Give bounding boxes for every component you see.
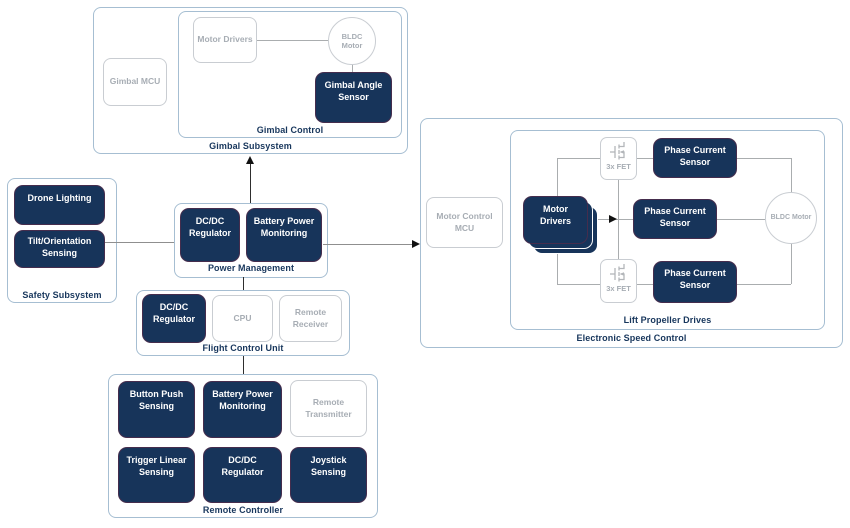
arrowhead-into-gimbal (246, 156, 254, 164)
fet-label: 3x FET (606, 162, 631, 171)
lift-propeller-drives-box (510, 130, 825, 330)
power-management-box (174, 203, 328, 278)
electronic-speed-control-label: Electronic Speed Control (576, 333, 687, 343)
trigger-linear-sensing-box[interactable]: Trigger Linear Sensing (118, 447, 195, 503)
motor-control-mcu-box[interactable]: Motor Control MCU (426, 197, 503, 248)
esc-bldc-motor-circle[interactable]: BLDC Motor (765, 192, 817, 244)
phase-current-sensor-bottom-box[interactable]: Phase Current Sensor (653, 261, 737, 303)
fet-top-box[interactable]: 3x FET (600, 137, 637, 180)
safety-subsystem-box (7, 178, 117, 303)
phase-current-sensor-top-box[interactable]: Phase Current Sensor (653, 138, 737, 178)
flight-control-unit-label: Flight Control Unit (202, 343, 284, 353)
pm-battery-monitoring-box[interactable]: Battery Power Monitoring (246, 208, 322, 262)
phase-current-sensor-mid-box[interactable]: Phase Current Sensor (633, 199, 717, 239)
mosfet-icon (609, 264, 625, 282)
safety-subsystem-label: Safety Subsystem (22, 290, 102, 300)
lift-propeller-drives-label: Lift Propeller Drives (623, 315, 712, 325)
connector-fcu-to-remote (243, 356, 245, 374)
connector-phase-mid-to-motor (715, 219, 765, 221)
connector-safety-to-power (105, 242, 174, 244)
button-push-sensing-box[interactable]: Button Push Sensing (118, 381, 195, 438)
remote-transmitter-box[interactable]: Remote Transmitter (290, 380, 367, 437)
connector-power-to-gimbal (250, 163, 252, 203)
fet-label: 3x FET (606, 284, 631, 293)
electronic-speed-control-box (420, 118, 843, 348)
remote-controller-box (108, 374, 378, 518)
flight-control-unit-box (136, 290, 350, 356)
joystick-sensing-box[interactable]: Joystick Sensing (290, 447, 367, 503)
pm-dcdc-regulator-box[interactable]: DC/DC Regulator (180, 208, 240, 262)
arrowhead-into-esc (412, 240, 420, 248)
mosfet-icon (609, 142, 625, 160)
drone-lighting-box[interactable]: Drone Lighting (14, 185, 105, 225)
gimbal-motor-drivers-box[interactable]: Motor Drivers (193, 17, 257, 63)
remote-receiver-box[interactable]: Remote Receiver (279, 295, 342, 342)
power-management-label: Power Management (207, 263, 295, 273)
tilt-orientation-sensing-box[interactable]: Tilt/Orientation Sensing (14, 230, 105, 268)
connector-power-to-esc (323, 244, 413, 246)
gimbal-bldc-motor-circle[interactable]: BLDC Motor (328, 17, 376, 65)
arrowhead-drivers-to-phase (609, 215, 617, 223)
connector-power-to-fcu (243, 277, 245, 290)
rc-dcdc-regulator-box[interactable]: DC/DC Regulator (203, 447, 282, 503)
connector-gimbal-drivers-to-motor (257, 40, 328, 42)
gimbal-control-label: Gimbal Control (256, 125, 324, 135)
gimbal-subsystem-label: Gimbal Subsystem (209, 141, 292, 151)
gimbal-angle-sensor-box[interactable]: Gimbal Angle Sensor (315, 72, 392, 123)
gimbal-mcu-box[interactable]: Gimbal MCU (103, 58, 167, 106)
gimbal-subsystem-box (93, 7, 408, 154)
connector-gimbal-motor-to-sensor (352, 64, 354, 73)
fcu-dcdc-regulator-box[interactable]: DC/DC Regulator (142, 294, 206, 343)
remote-controller-label: Remote Controller (202, 505, 284, 515)
gimbal-control-box (178, 11, 402, 138)
fet-bottom-box[interactable]: 3x FET (600, 259, 637, 303)
esc-motor-drivers-box[interactable]: Motor Drivers (523, 196, 588, 244)
cpu-box[interactable]: CPU (212, 295, 273, 342)
rc-battery-monitoring-box[interactable]: Battery Power Monitoring (203, 381, 282, 438)
